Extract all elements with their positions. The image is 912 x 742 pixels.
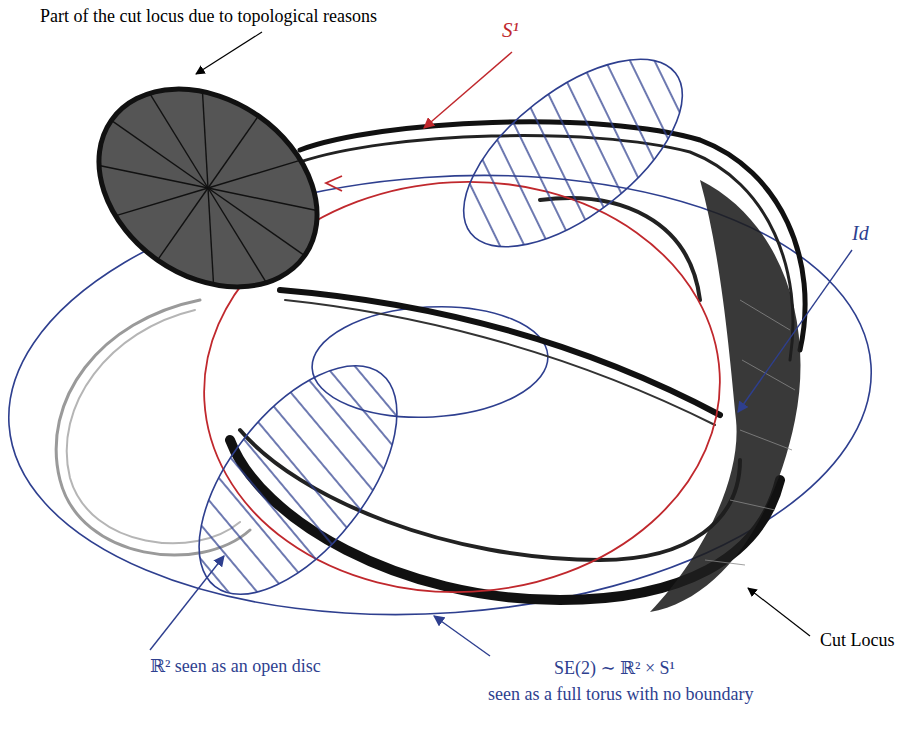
group-note: seen as a full torus with no boundary xyxy=(486,684,755,705)
group-label: SE(2) ∼ ℝ² × S¹ xyxy=(552,658,677,679)
identity-label: Id xyxy=(850,222,871,245)
circle-label: S¹ xyxy=(500,18,521,42)
disc-label: ℝ² seen as an open disc xyxy=(148,656,323,677)
topological-disc xyxy=(61,48,355,328)
cut-locus-mesh xyxy=(705,300,795,565)
r2-disc xyxy=(432,24,713,282)
orientation-arrow xyxy=(326,176,342,191)
callout-label: Part of the cut locus due to topological… xyxy=(38,6,379,27)
leader-lines xyxy=(150,32,852,656)
cut-locus-label: Cut Locus xyxy=(818,630,897,651)
cut-locus-sheet xyxy=(650,180,801,612)
